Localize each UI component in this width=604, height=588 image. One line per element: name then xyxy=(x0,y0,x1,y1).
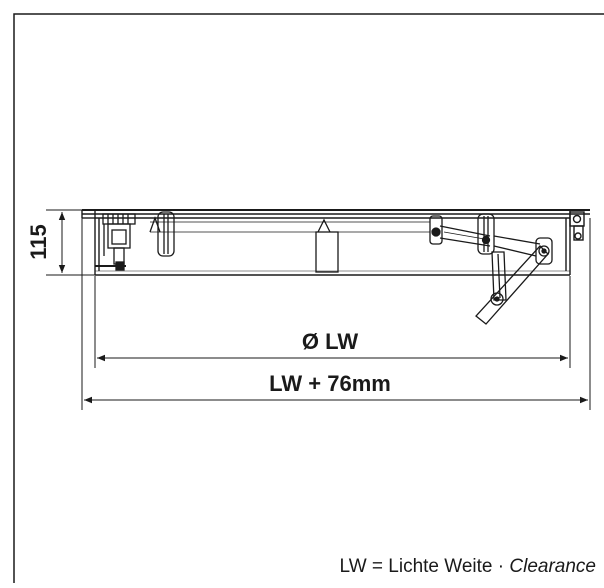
linkage-arm xyxy=(475,245,549,325)
legend-translation: Clearance xyxy=(509,556,596,577)
height-dim-label: 115 xyxy=(26,224,51,260)
hinge-plate xyxy=(149,211,175,257)
overall-width-dimension xyxy=(81,218,591,410)
clear-width-label: Ø LW xyxy=(302,329,358,354)
overall-width-label: LW + 76mm xyxy=(269,371,391,396)
clear-width-dimension xyxy=(94,276,571,368)
gas-strut xyxy=(429,213,553,265)
height-dimension xyxy=(46,209,95,276)
drawing-border xyxy=(13,13,604,583)
lock-mechanism xyxy=(95,213,136,271)
centre-post xyxy=(315,218,339,273)
legend-prefix: LW = Lichte Weite · xyxy=(340,556,510,577)
legend: LW = Lichte Weite · Clearance xyxy=(340,556,596,577)
